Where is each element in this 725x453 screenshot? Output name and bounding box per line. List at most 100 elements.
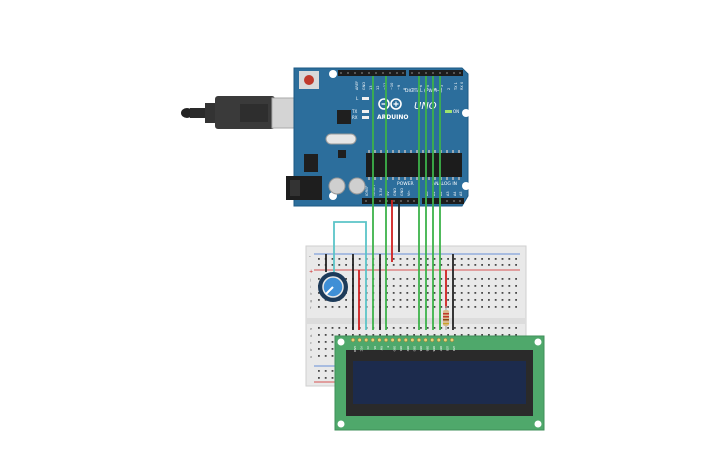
- breadboard-hole[interactable]: [494, 334, 497, 336]
- breadboard-hole[interactable]: [324, 334, 327, 336]
- breadboard-hole[interactable]: [399, 334, 402, 336]
- breadboard-hole[interactable]: [488, 299, 490, 301]
- breadboard-hole[interactable]: [454, 334, 456, 336]
- breadboard-hole[interactable]: [318, 292, 320, 294]
- lcd-pin[interactable]: [357, 337, 362, 343]
- breadboard-hole[interactable]: [331, 258, 334, 260]
- breadboard-hole[interactable]: [413, 334, 415, 336]
- breadboard-hole[interactable]: [474, 285, 477, 287]
- breadboard-hole[interactable]: [324, 355, 327, 357]
- breadboard-hole[interactable]: [474, 258, 477, 260]
- breadboard-hole[interactable]: [440, 306, 443, 308]
- breadboard-hole[interactable]: [515, 264, 517, 266]
- breadboard-hole[interactable]: [399, 327, 402, 329]
- breadboard-hole[interactable]: [454, 299, 456, 301]
- breadboard-hole[interactable]: [508, 292, 511, 294]
- breadboard-hole[interactable]: [426, 299, 429, 301]
- breadboard-hole[interactable]: [481, 299, 483, 301]
- lcd-pin[interactable]: [430, 337, 435, 343]
- breadboard-hole[interactable]: [440, 285, 443, 287]
- breadboard-hole[interactable]: [488, 327, 490, 329]
- digital-header-left[interactable]: [338, 70, 406, 76]
- breadboard-hole[interactable]: [420, 334, 422, 336]
- breadboard-hole[interactable]: [338, 334, 341, 336]
- breadboard-hole[interactable]: [324, 370, 327, 372]
- breadboard-hole[interactable]: [420, 299, 422, 301]
- breadboard-hole[interactable]: [460, 278, 463, 280]
- breadboard-hole[interactable]: [399, 258, 402, 260]
- breadboard-hole[interactable]: [488, 258, 490, 260]
- breadboard-hole[interactable]: [318, 348, 320, 350]
- breadboard-hole[interactable]: [406, 299, 409, 301]
- breadboard-hole[interactable]: [508, 285, 511, 287]
- breadboard-hole[interactable]: [447, 264, 449, 266]
- breadboard-hole[interactable]: [467, 278, 470, 280]
- breadboard-hole[interactable]: [406, 292, 409, 294]
- breadboard-hole[interactable]: [433, 306, 436, 308]
- breadboard-hole[interactable]: [331, 327, 334, 329]
- breadboard-hole[interactable]: [318, 306, 320, 308]
- wires[interactable]: [325, 76, 454, 330]
- breadboard-hole[interactable]: [454, 264, 456, 266]
- breadboard-hole[interactable]: [481, 285, 483, 287]
- breadboard-hole[interactable]: [515, 258, 517, 260]
- lcd-pin[interactable]: [350, 337, 356, 343]
- breadboard-hole[interactable]: [494, 299, 497, 301]
- breadboard-hole[interactable]: [426, 334, 429, 336]
- breadboard-hole[interactable]: [426, 258, 429, 260]
- breadboard-hole[interactable]: [508, 264, 511, 266]
- breadboard-hole[interactable]: [426, 292, 429, 294]
- breadboard-hole[interactable]: [338, 258, 341, 260]
- breadboard-hole[interactable]: [426, 278, 429, 280]
- breadboard-hole[interactable]: [399, 299, 402, 301]
- breadboard-hole[interactable]: [481, 258, 483, 260]
- breadboard-hole[interactable]: [501, 334, 504, 336]
- breadboard-hole[interactable]: [331, 341, 334, 343]
- breadboard-hole[interactable]: [413, 278, 415, 280]
- breadboard-hole[interactable]: [508, 334, 511, 336]
- lcd-pin[interactable]: [423, 337, 428, 343]
- digital-header-right[interactable]: [409, 70, 463, 76]
- breadboard-hole[interactable]: [467, 292, 470, 294]
- breadboard-hole[interactable]: [447, 299, 449, 301]
- breadboard-hole[interactable]: [392, 258, 395, 260]
- breadboard-hole[interactable]: [399, 306, 402, 308]
- breadboard-hole[interactable]: [345, 334, 347, 336]
- breadboard-hole[interactable]: [501, 278, 504, 280]
- lcd-pin[interactable]: [416, 337, 422, 343]
- breadboard-hole[interactable]: [454, 306, 456, 308]
- lcd-pin[interactable]: [370, 337, 375, 343]
- breadboard-hole[interactable]: [494, 285, 497, 287]
- lcd-pin[interactable]: [449, 337, 455, 343]
- breadboard-hole[interactable]: [460, 327, 463, 329]
- breadboard-hole[interactable]: [481, 334, 483, 336]
- breadboard-hole[interactable]: [406, 264, 409, 266]
- breadboard-hole[interactable]: [508, 299, 511, 301]
- breadboard-hole[interactable]: [318, 278, 320, 280]
- breadboard-hole[interactable]: [358, 334, 361, 336]
- breadboard-hole[interactable]: [331, 355, 334, 357]
- breadboard-hole[interactable]: [392, 327, 395, 329]
- breadboard-hole[interactable]: [494, 306, 497, 308]
- breadboard-hole[interactable]: [501, 306, 504, 308]
- breadboard-hole[interactable]: [420, 292, 422, 294]
- breadboard-hole[interactable]: [467, 264, 470, 266]
- breadboard-hole[interactable]: [338, 306, 341, 308]
- breadboard-hole[interactable]: [399, 278, 402, 280]
- breadboard-hole[interactable]: [515, 327, 517, 329]
- breadboard-hole[interactable]: [318, 377, 320, 379]
- breadboard-hole[interactable]: [488, 334, 490, 336]
- breadboard-hole[interactable]: [494, 327, 497, 329]
- breadboard-hole[interactable]: [324, 306, 327, 308]
- breadboard-hole[interactable]: [420, 264, 422, 266]
- breadboard-hole[interactable]: [420, 327, 422, 329]
- lcd-pin[interactable]: [364, 337, 369, 343]
- potentiometer[interactable]: [318, 272, 348, 302]
- breadboard-hole[interactable]: [467, 258, 470, 260]
- breadboard-hole[interactable]: [331, 370, 334, 372]
- breadboard-hole[interactable]: [460, 258, 463, 260]
- breadboard-hole[interactable]: [392, 292, 395, 294]
- breadboard-hole[interactable]: [440, 334, 443, 336]
- breadboard-hole[interactable]: [406, 306, 409, 308]
- breadboard-hole[interactable]: [501, 285, 504, 287]
